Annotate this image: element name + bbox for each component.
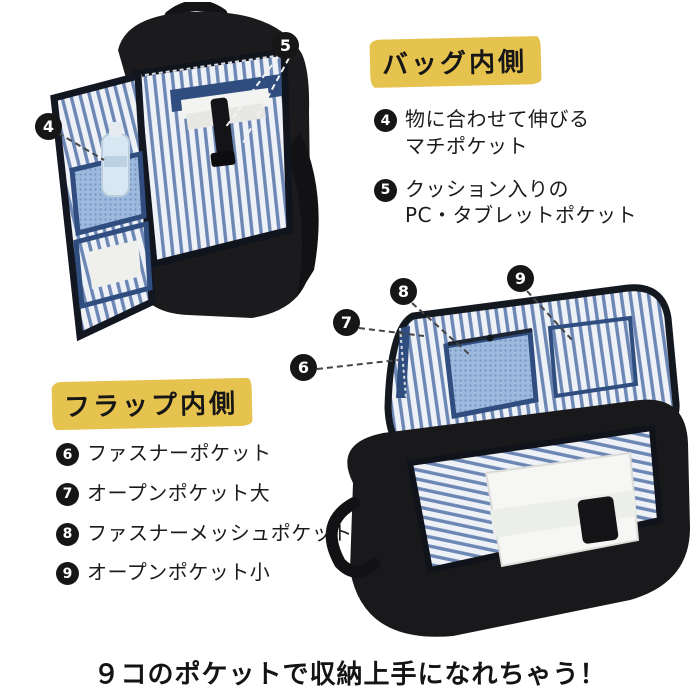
feature-item-8: 8 ファスナーメッシュポケット [56, 520, 353, 547]
feature-item-5: 5 クッション入りの PC・タブレットポケット [374, 176, 637, 230]
feature-badge-5: 5 [374, 178, 397, 202]
shoulder-strap [286, 132, 319, 297]
feature-item-4: 4 物に合わせて伸びる マチポケット [374, 106, 637, 160]
flap-inside-heading-highlight: フラップ内側 [51, 377, 253, 431]
callout-badge-7-number: 7 [340, 312, 353, 332]
feature-item-6: 6 ファスナーポケット [56, 440, 353, 467]
small-open-pocket [547, 315, 639, 399]
feature-badge-6: 6 [56, 443, 79, 466]
feature-text-5: クッション入りの PC・タブレットポケット [405, 176, 637, 230]
flap-inside-heading: フラップ内側 [51, 377, 253, 431]
footer-caption: ９コのポケットで収納上手になれちゃう！ [93, 660, 607, 690]
feature-item-7: 7 オープンポケット大 [56, 480, 353, 507]
zipper-pull [486, 334, 494, 342]
feature-text-5-line2: PC・タブレットポケット [405, 203, 638, 228]
top-handle [164, 0, 228, 22]
backpack-flap-illustration [325, 284, 690, 637]
feature-text-8: ファスナーメッシュポケット [87, 520, 353, 545]
bag-inside-heading: バッグ内側 [369, 36, 542, 88]
feature-text-9: オープンポケット小 [87, 560, 271, 585]
bag-inside-heading-highlight: バッグ内側 [369, 36, 542, 88]
pocket-card [88, 240, 141, 289]
bag-inside-photo [18, 0, 338, 371]
feature-text-7: オープンポケット大 [87, 480, 271, 505]
bottle-cap [109, 122, 122, 137]
backpack-open-illustration [50, 0, 319, 342]
callout-badge-7: 7 [333, 309, 360, 336]
callout-badge-9-number: 9 [514, 268, 527, 288]
callout-badge-8: 8 [390, 278, 417, 305]
feature-text-5-line1: クッション入りの [405, 176, 569, 201]
callout-badge-4: 4 [35, 113, 62, 140]
flap-inside-feature-list: 6 ファスナーポケット 7 オープンポケット大 8 ファスナーメッシュポケット … [56, 440, 353, 586]
feature-item-9: 9 オープンポケット小 [56, 559, 353, 586]
callout-badge-4-number: 4 [42, 116, 55, 136]
flap-inside-photo [278, 258, 698, 652]
callout-badge-5-number: 5 [279, 35, 292, 55]
laptop-strap-patch [577, 496, 619, 544]
flap-zipper-edge [396, 326, 410, 398]
bag-inside-feature-list: 4 物に合わせて伸びる マチポケット 5 クッション入りの PC・タブレットポケ… [374, 106, 637, 229]
feature-text-4: 物に合わせて伸びる マチポケット [405, 106, 590, 160]
feature-text-4-line1: 物に合わせて伸びる [405, 107, 590, 131]
zip-mesh-pocket [443, 329, 539, 419]
feature-badge-9: 9 [56, 562, 79, 586]
strap-buckle [210, 150, 236, 167]
callout-badge-9: 9 [507, 265, 534, 292]
callout-badge-6: 6 [290, 354, 317, 381]
bottle-label [104, 156, 127, 167]
feature-text-4-line2: マチポケット [405, 133, 528, 158]
callout-badge-8-number: 8 [397, 281, 410, 301]
feature-badge-4: 4 [374, 109, 397, 132]
feature-text-6: ファスナーポケット [87, 441, 272, 465]
callout-badge-5: 5 [272, 32, 299, 59]
side-handle [325, 497, 380, 578]
feature-badge-8: 8 [56, 522, 79, 546]
feature-badge-7: 7 [56, 482, 79, 506]
callout-badge-6-number: 6 [297, 357, 310, 377]
